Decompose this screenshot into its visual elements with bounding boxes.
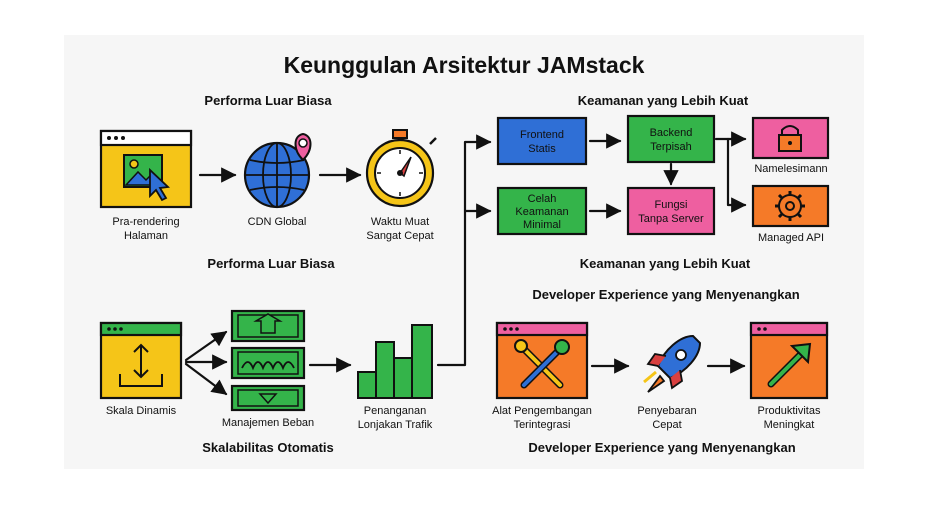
heading-performance-bottom: Performa Luar Biasa	[207, 256, 335, 271]
heading-performance-top: Performa Luar Biasa	[204, 93, 332, 108]
caption-prerender-1: Pra-rendering	[112, 216, 179, 228]
lock-icon	[751, 116, 830, 160]
serverless-label-1: Fungsi	[654, 199, 687, 211]
stopwatch-icon	[365, 129, 437, 208]
scale-arrow-icon	[99, 321, 183, 400]
browser-image-icon	[99, 129, 193, 209]
heading-devex-top: Developer Experience yang Menyenangkan	[532, 287, 799, 302]
caption-deploy-2: Cepat	[652, 419, 681, 431]
caption-dynamic: Skala Dinamis	[106, 405, 177, 417]
caption-managed-api: Managed API	[758, 232, 824, 244]
caption-fast-2: Sangat Cepat	[366, 230, 433, 242]
globe-pin-icon	[243, 132, 312, 209]
caption-deploy-1: Penyebaran	[637, 405, 696, 417]
heading-security-top: Keamanan yang Lebih Kuat	[578, 93, 749, 108]
rocket-icon	[643, 334, 702, 393]
heading-security-bottom: Keamanan yang Lebih Kuat	[580, 256, 751, 271]
caption-tools-1: Alat Pengembangan	[492, 405, 592, 417]
tools-icon	[495, 321, 589, 400]
caption-cdn: CDN Global	[248, 216, 307, 228]
page-title: Keunggulan Arsitektur JAMstack	[284, 52, 645, 78]
backend-label-2: Terpisah	[650, 141, 692, 153]
caption-lock: Namelesimann	[754, 163, 827, 175]
caption-traffic-1: Penanganan	[364, 405, 426, 417]
arrow-dynamic-load-1	[184, 330, 228, 362]
caption-load: Manajemen Beban	[222, 417, 314, 429]
frontend-label-2: Statis	[528, 143, 556, 155]
caption-fast-1: Waktu Muat	[371, 216, 429, 228]
caption-productivity-2: Meningkat	[764, 419, 815, 431]
heading-devex-bottom: Developer Experience yang Menyenangkan	[528, 440, 795, 455]
arrow-dynamic-load-3	[184, 362, 228, 396]
minimal-gap-box: Celah Keamanan Minimal	[496, 186, 588, 236]
gap-label-2: Keamanan	[515, 206, 568, 218]
gap-label-3: Minimal	[523, 219, 561, 231]
load-balancer-icon	[230, 309, 306, 412]
gear-icon	[751, 184, 830, 228]
backend-label-1: Backend	[650, 127, 693, 139]
caption-traffic-2: Lonjakan Trafik	[358, 419, 433, 431]
arrow-backend-api	[726, 137, 747, 213]
frontend-label-1: Frontend	[520, 129, 564, 141]
frontend-static-box: Frontend Statis	[496, 116, 588, 166]
bar-chart-icon	[357, 324, 433, 399]
backend-separate-box: Backend Terpisah	[626, 114, 716, 164]
caption-tools-2: Terintegrasi	[514, 419, 571, 431]
serverless-box: Fungsi Tanpa Server	[626, 186, 716, 236]
gap-label-1: Celah	[528, 193, 557, 205]
connector-traffic-frontend	[436, 134, 492, 367]
heading-scalability: Skalabilitas Otomatis	[202, 440, 334, 455]
caption-prerender-2: Halaman	[124, 230, 168, 242]
serverless-label-2: Tanpa Server	[638, 213, 704, 225]
trend-up-icon	[749, 321, 829, 400]
caption-productivity-1: Produktivitas	[758, 405, 821, 417]
